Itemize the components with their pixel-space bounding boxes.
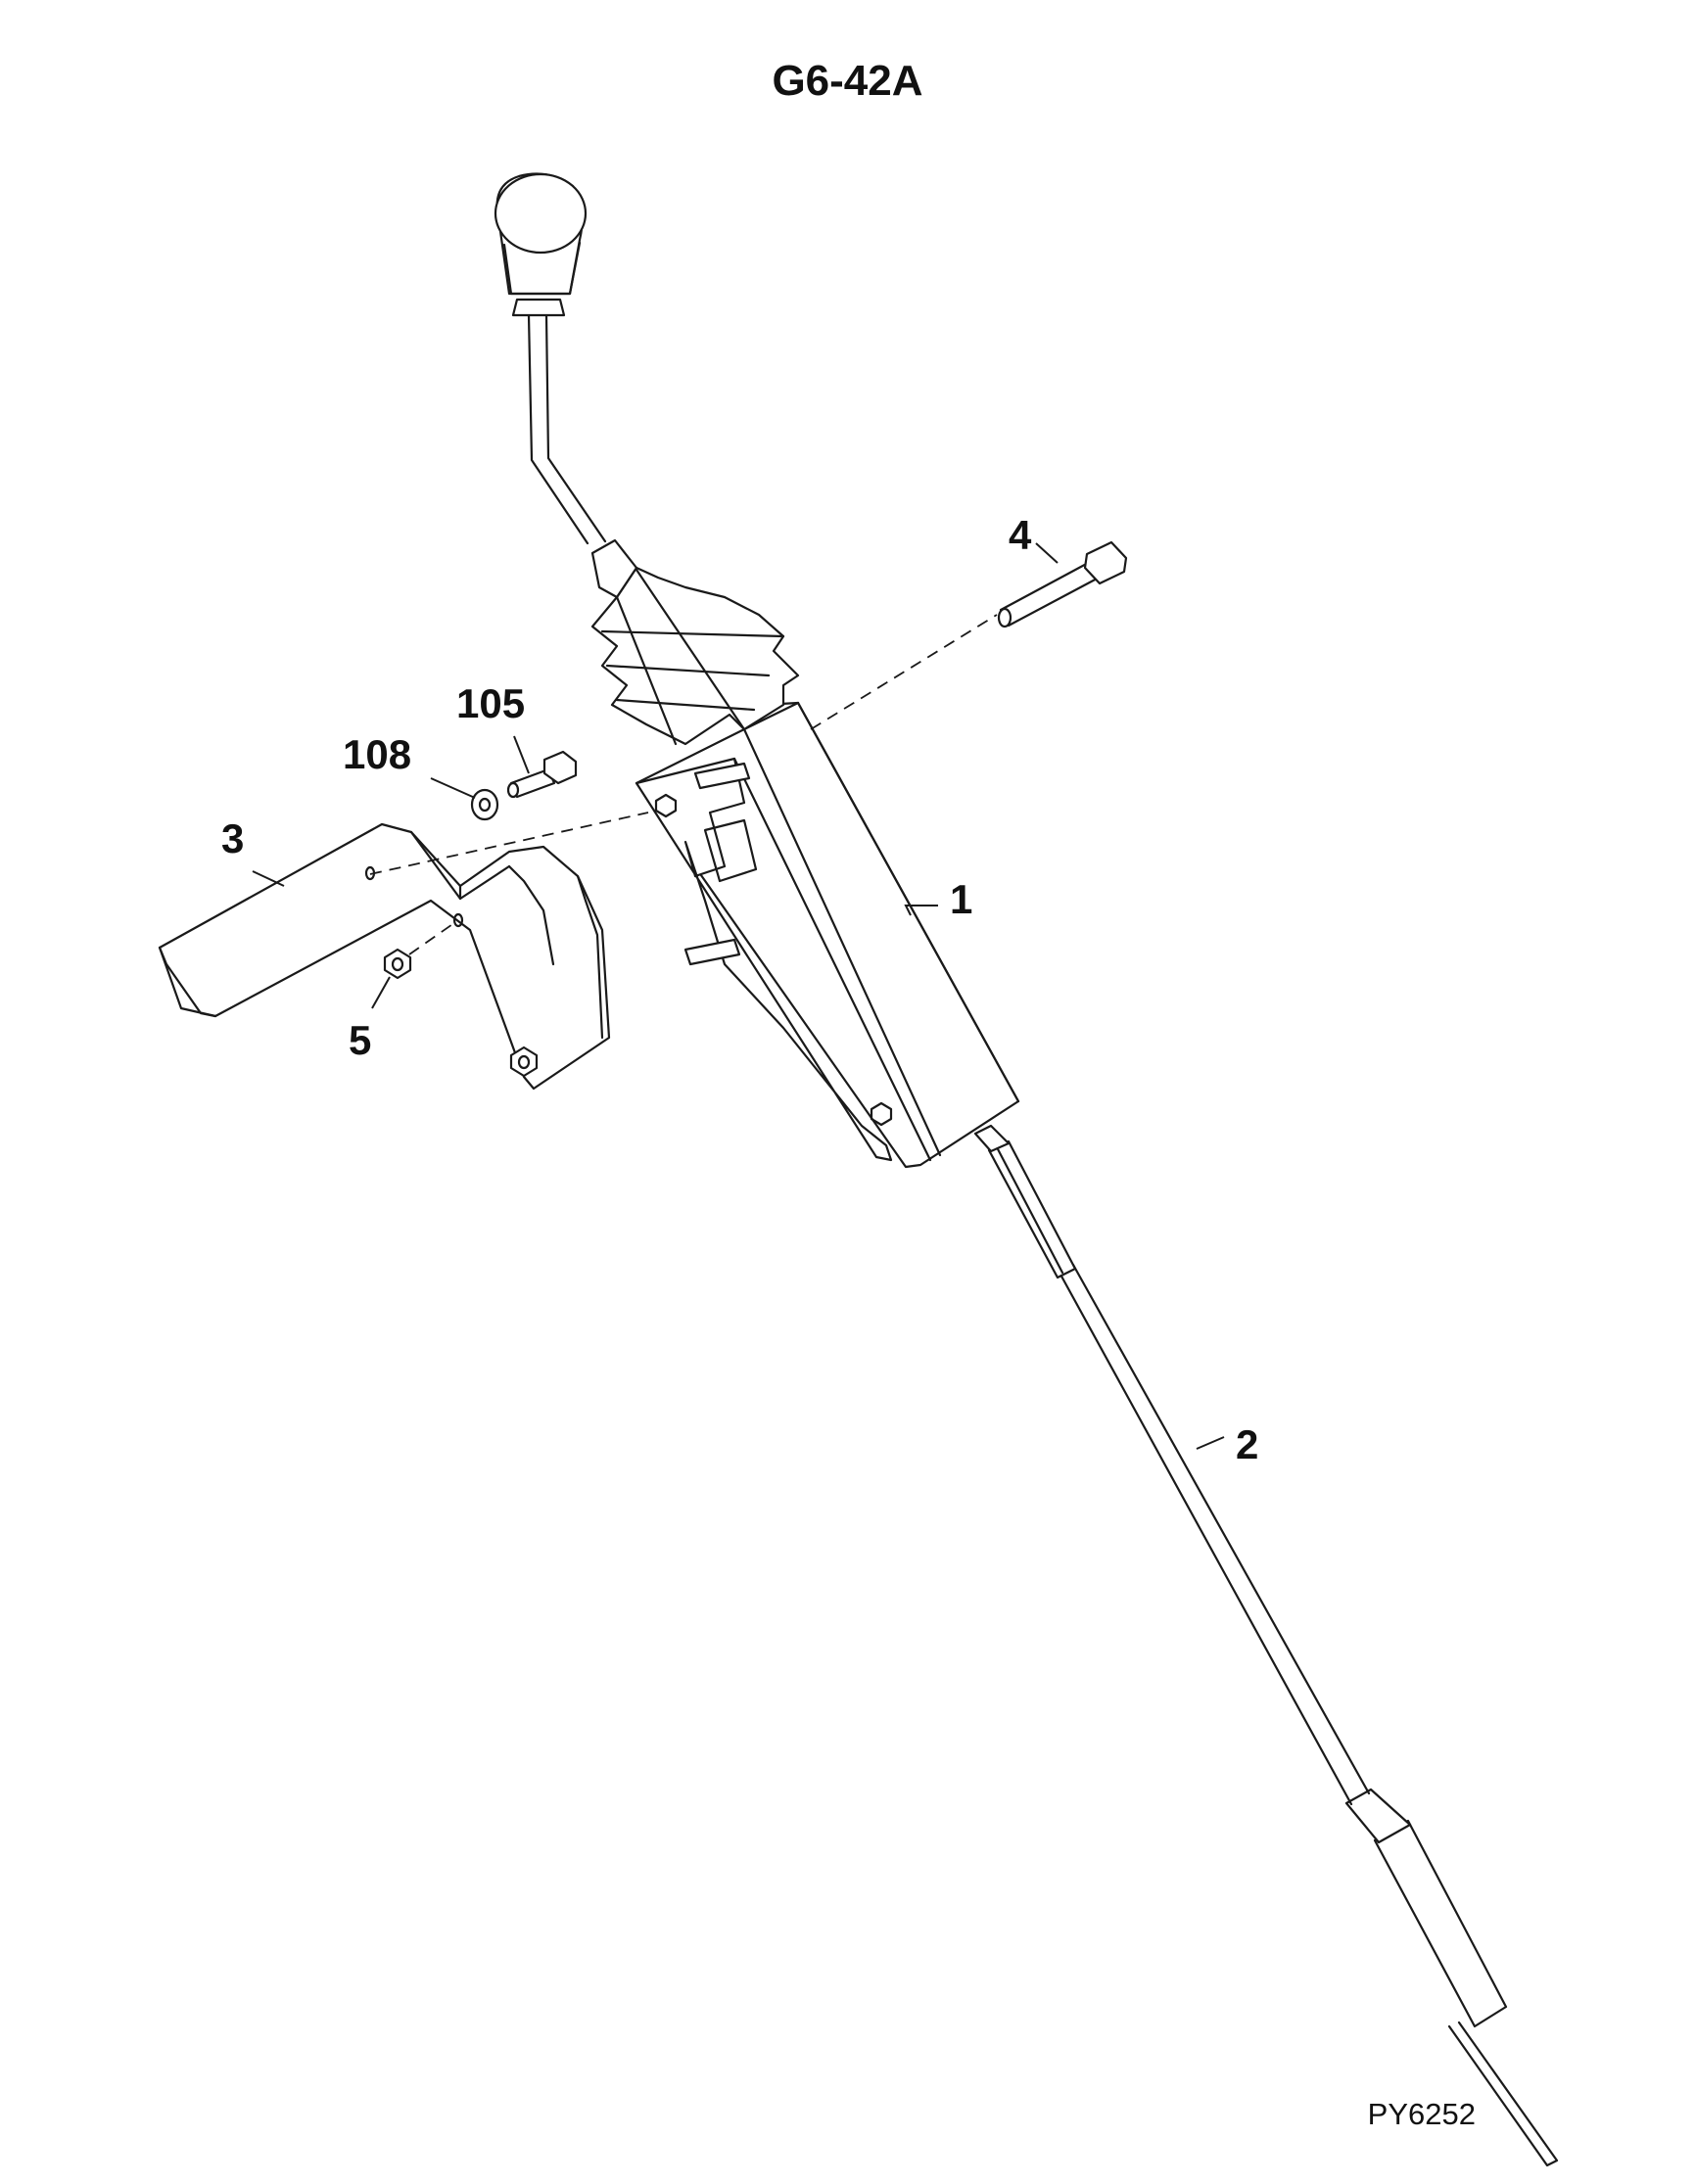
long-bolt <box>997 540 1128 628</box>
small-bolt <box>506 750 578 799</box>
mounting-bracket <box>158 822 611 1091</box>
leader-line-5 <box>371 976 391 1009</box>
callout-105: 105 <box>456 680 526 726</box>
assembly-line-lower <box>369 812 649 875</box>
leader-line-4 <box>1035 542 1059 564</box>
diagram-title: G6-42A <box>772 57 923 105</box>
washer <box>470 788 499 821</box>
callout-108: 108 <box>343 731 412 777</box>
leader-line-2 <box>1196 1436 1225 1450</box>
leader-line-108 <box>430 777 476 799</box>
leader-line-3 <box>252 870 285 887</box>
callout-1: 1 <box>950 876 973 922</box>
assembly-line-nut <box>408 919 459 955</box>
assembly-line-upper <box>810 614 998 730</box>
callout-3: 3 <box>221 815 245 861</box>
callout-4: 4 <box>1009 512 1032 558</box>
drawing-code: PY6252 <box>1367 2097 1476 2131</box>
leader-line-105 <box>513 735 530 774</box>
control-cable <box>973 1124 1559 2167</box>
control-lever-assembly <box>494 172 1020 1169</box>
hex-nut <box>383 948 539 1078</box>
leader-line-1 <box>904 905 938 916</box>
callout-5: 5 <box>349 1017 372 1063</box>
callout-2: 2 <box>1236 1421 1259 1467</box>
